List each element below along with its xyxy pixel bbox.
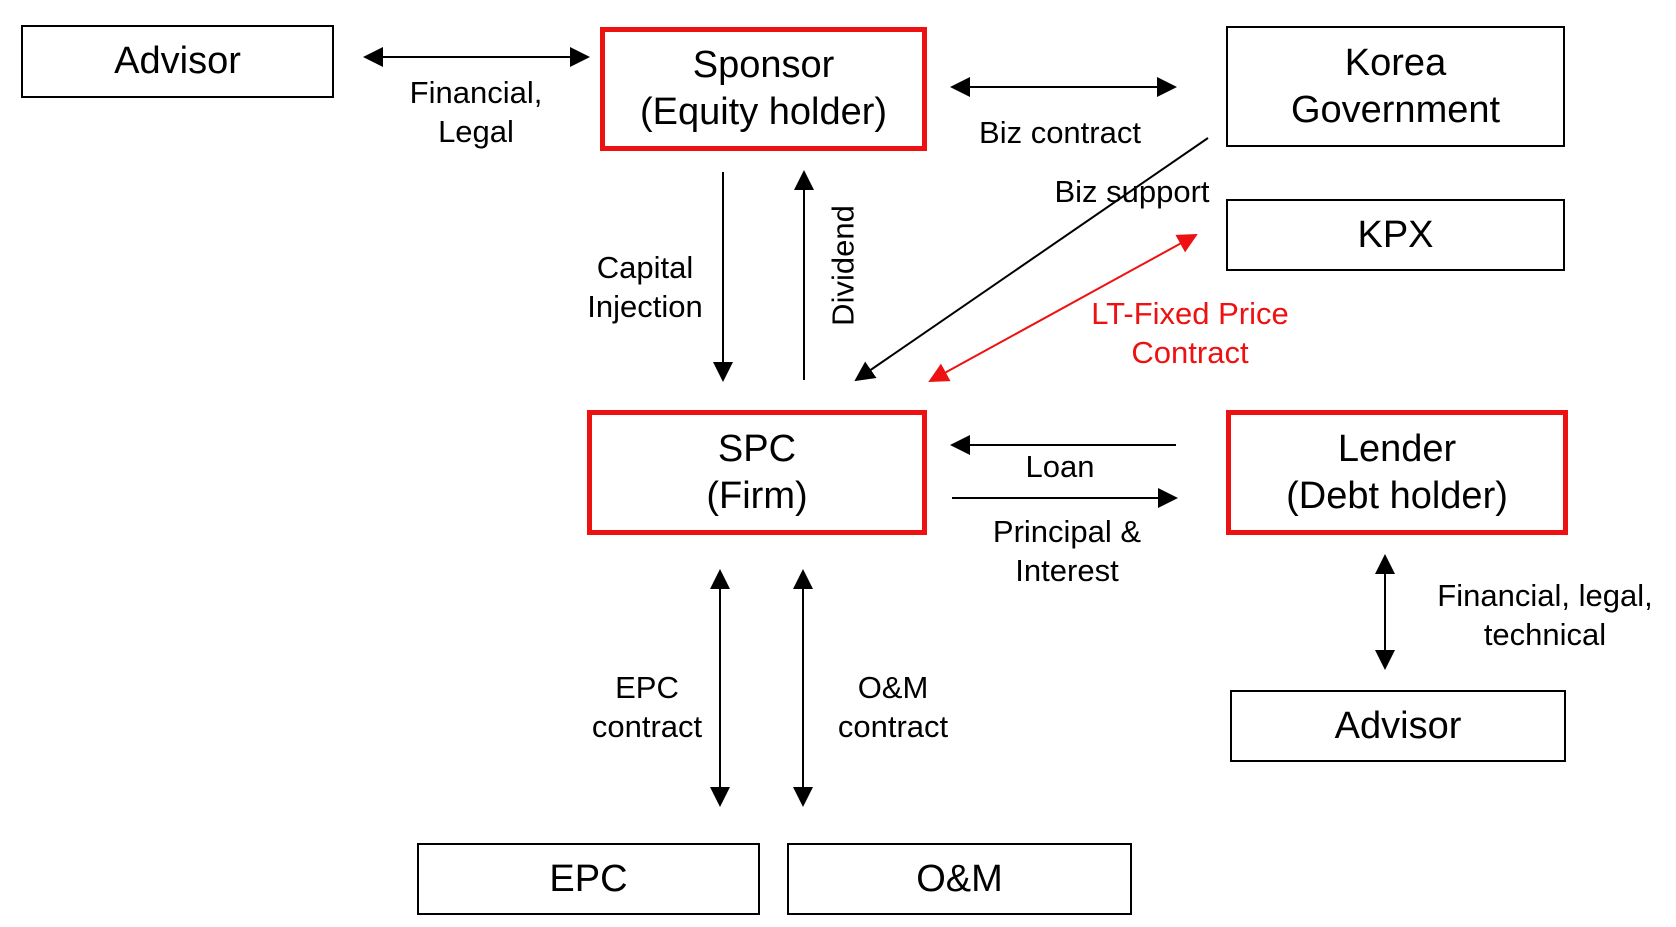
node-sponsor-title: Sponsor — [692, 44, 835, 86]
node-advisor-right-label: Advisor — [1334, 704, 1462, 747]
label-financial-legal: Financial, Legal — [409, 75, 543, 149]
node-advisor-right: Advisor — [1230, 690, 1566, 762]
arrow-lt-fixed-price — [928, 234, 1198, 382]
node-advisor-left-label: Advisor — [114, 40, 241, 82]
label-biz-contract: Biz contract — [979, 115, 1141, 150]
node-lender: Lender (Debt holder) — [1226, 410, 1568, 535]
label-om-contract: O&M contract — [837, 670, 949, 744]
node-spc-title: SPC — [717, 427, 797, 470]
node-kpx: KPX — [1226, 199, 1565, 271]
node-spc: SPC (Firm) — [587, 410, 927, 535]
node-om-label: O&M — [916, 857, 1003, 900]
label-epc-contract: EPC contract — [591, 670, 703, 744]
label-loan: Loan — [1025, 449, 1095, 484]
node-korea-government-line1: Korea — [1344, 41, 1447, 84]
node-epc-label: EPC — [549, 857, 628, 900]
label-lt-fixed-price: LT-Fixed Price Contract — [1091, 296, 1289, 370]
node-kpx-label: KPX — [1357, 213, 1434, 256]
label-dividend: Dividend — [825, 205, 861, 326]
node-korea-government: Korea Government — [1226, 26, 1565, 147]
label-financial-legal-technical: Financial, legal, technical — [1437, 578, 1653, 652]
label-principal-interest: Principal & Interest — [992, 514, 1142, 588]
node-spc-subtitle: (Firm) — [706, 474, 808, 517]
node-epc: EPC — [417, 843, 760, 915]
label-biz-support: Biz support — [1054, 174, 1210, 209]
node-advisor-left: Advisor — [21, 25, 334, 98]
node-sponsor-subtitle: (Equity holder) — [639, 91, 888, 133]
label-capital-injection: Capital Injection — [587, 250, 703, 324]
node-lender-title: Lender — [1337, 427, 1457, 470]
node-lender-subtitle: (Debt holder) — [1286, 474, 1508, 517]
node-om: O&M — [787, 843, 1132, 915]
node-korea-government-line2: Government — [1290, 88, 1501, 131]
node-sponsor: Sponsor (Equity holder) — [600, 27, 927, 151]
